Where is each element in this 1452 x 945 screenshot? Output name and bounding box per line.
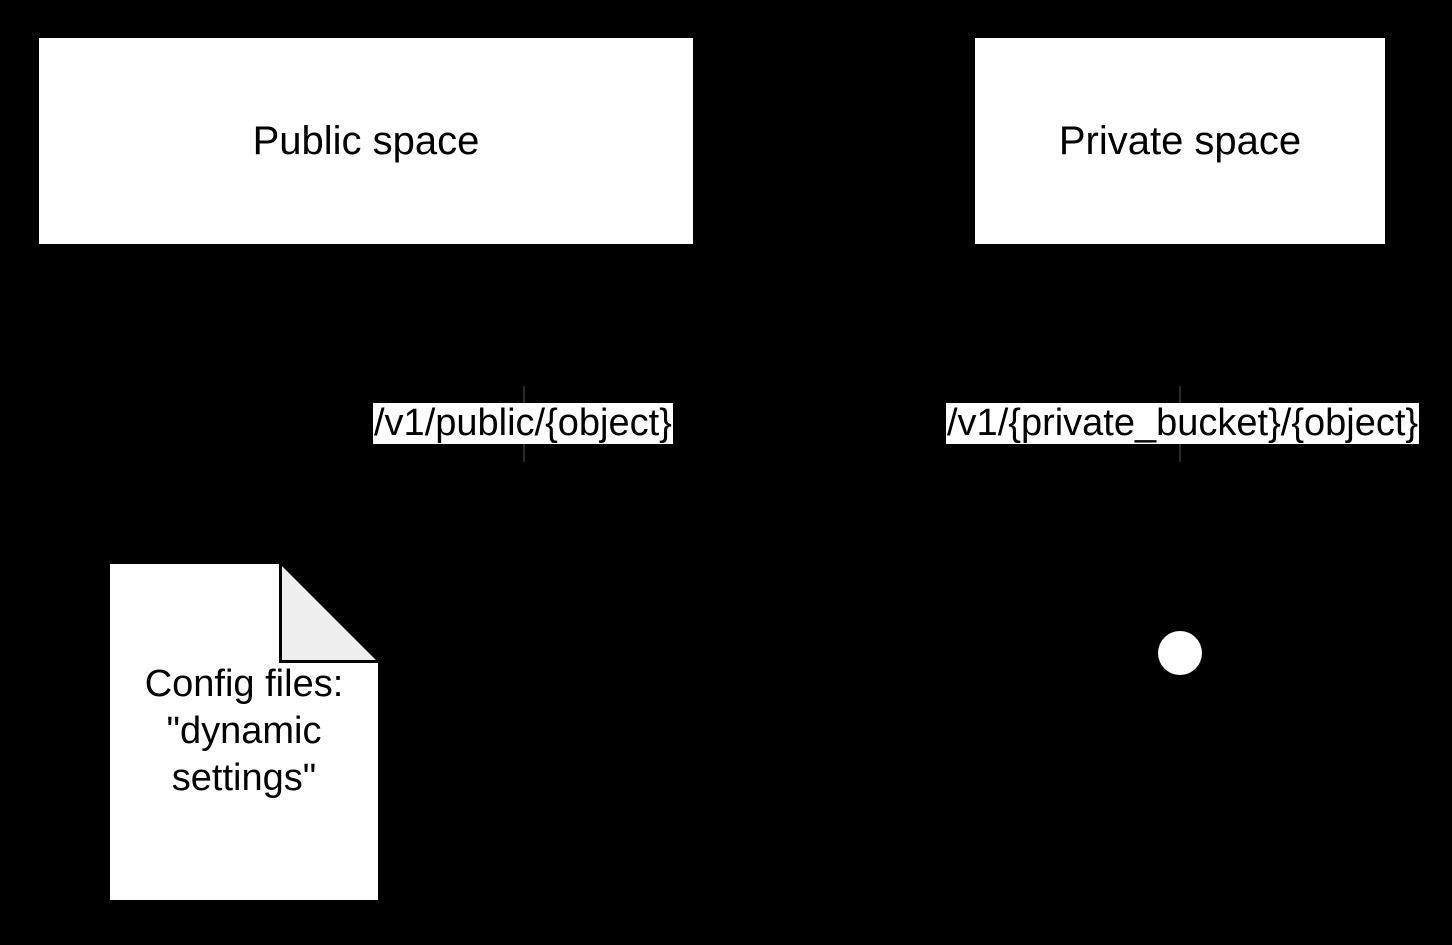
private-connector-stub-top [1179,386,1181,404]
public-space-box[interactable]: Public space [38,37,694,245]
state-circle-node[interactable] [1158,631,1202,675]
public-connector-stub-top [523,386,525,404]
public-path-label: /v1/public/{object} [373,402,673,444]
public-space-label: Public space [252,119,480,163]
config-files-document[interactable]: Config files: "dynamic settings" [107,561,381,903]
private-path-label: /v1/{private_bucket}/{object} [946,402,1420,444]
private-space-label: Private space [1058,119,1302,163]
config-files-label: Config files: "dynamic settings" [144,663,344,799]
private-connector-stub-bottom [1179,444,1181,462]
private-space-box[interactable]: Private space [974,37,1386,245]
public-connector-stub-bottom [523,444,525,462]
document-shape-icon [107,561,381,903]
